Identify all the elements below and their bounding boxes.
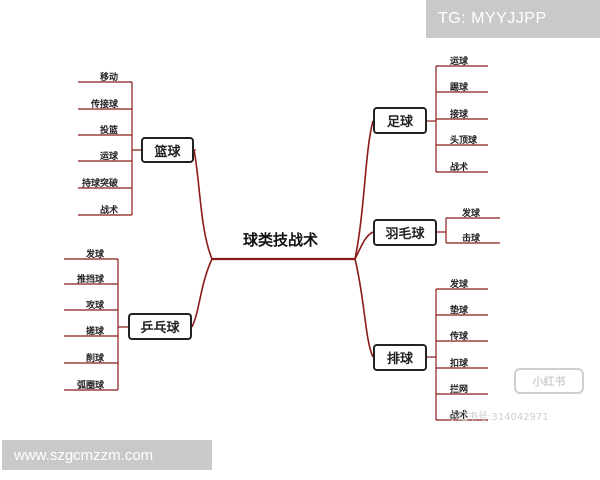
leaf-pingpong-1: 推挡球 [76, 275, 104, 285]
connector-center-basketball [193, 149, 213, 260]
branch-basketball-box: 篮球 [141, 137, 194, 163]
central-title: 球类技战术 [243, 231, 319, 249]
leaf-pingpong-0: 发球 [85, 250, 104, 260]
leaf-football-2: 接球 [450, 110, 469, 120]
connector-center-football [354, 120, 374, 260]
leaf-volleyball-4: 拦网 [450, 385, 469, 395]
leaf-volleyball-5: 战术 [450, 411, 469, 421]
connector-center-pingpong [191, 258, 213, 328]
leaf-basketball-5: 战术 [99, 206, 118, 216]
leaf-football-1: 踢球 [450, 83, 469, 93]
branch-volleyball-box: 排球 [373, 344, 427, 371]
leaf-volleyball-0: 发球 [450, 280, 469, 290]
leaf-basketball-3: 运球 [99, 152, 118, 162]
leaf-pingpong-2: 攻球 [85, 301, 104, 311]
leaf-pingpong-5: 弧圈球 [76, 381, 104, 391]
leaf-badminton-1: 击球 [462, 234, 481, 244]
connector-center-badminton [354, 231, 374, 260]
top-tag-banner: TG: MYYJJPP [426, 0, 600, 38]
watermark-logo: 小红书 [514, 368, 584, 394]
leaf-volleyball-3: 扣球 [450, 359, 469, 369]
branch-football-box: 足球 [373, 107, 427, 134]
leaf-football-3: 头顶球 [450, 136, 478, 146]
leaf-football-4: 战术 [450, 163, 469, 173]
connector-center-volleyball [354, 258, 374, 358]
bottom-url-banner: www.szgcmzzm.com [2, 440, 212, 470]
leaf-volleyball-1: 垫球 [450, 306, 469, 316]
leaf-volleyball-2: 传球 [450, 332, 469, 342]
leaf-basketball-4: 持球突破 [81, 179, 118, 189]
leaf-pingpong-4: 削球 [85, 354, 104, 364]
branch-pingpong-box: 乒乓球 [128, 313, 192, 340]
branch-badminton-box: 羽毛球 [373, 219, 437, 246]
watermark-id: 小红书号:314042971 [448, 412, 549, 423]
leaf-basketball-2: 投篮 [99, 126, 118, 136]
leaf-basketball-0: 移动 [99, 73, 118, 83]
leaf-football-0: 运球 [450, 57, 469, 67]
leaf-badminton-0: 发球 [462, 209, 481, 219]
leaf-pingpong-3: 搓球 [85, 327, 104, 337]
leaf-basketball-1: 传接球 [90, 100, 118, 110]
